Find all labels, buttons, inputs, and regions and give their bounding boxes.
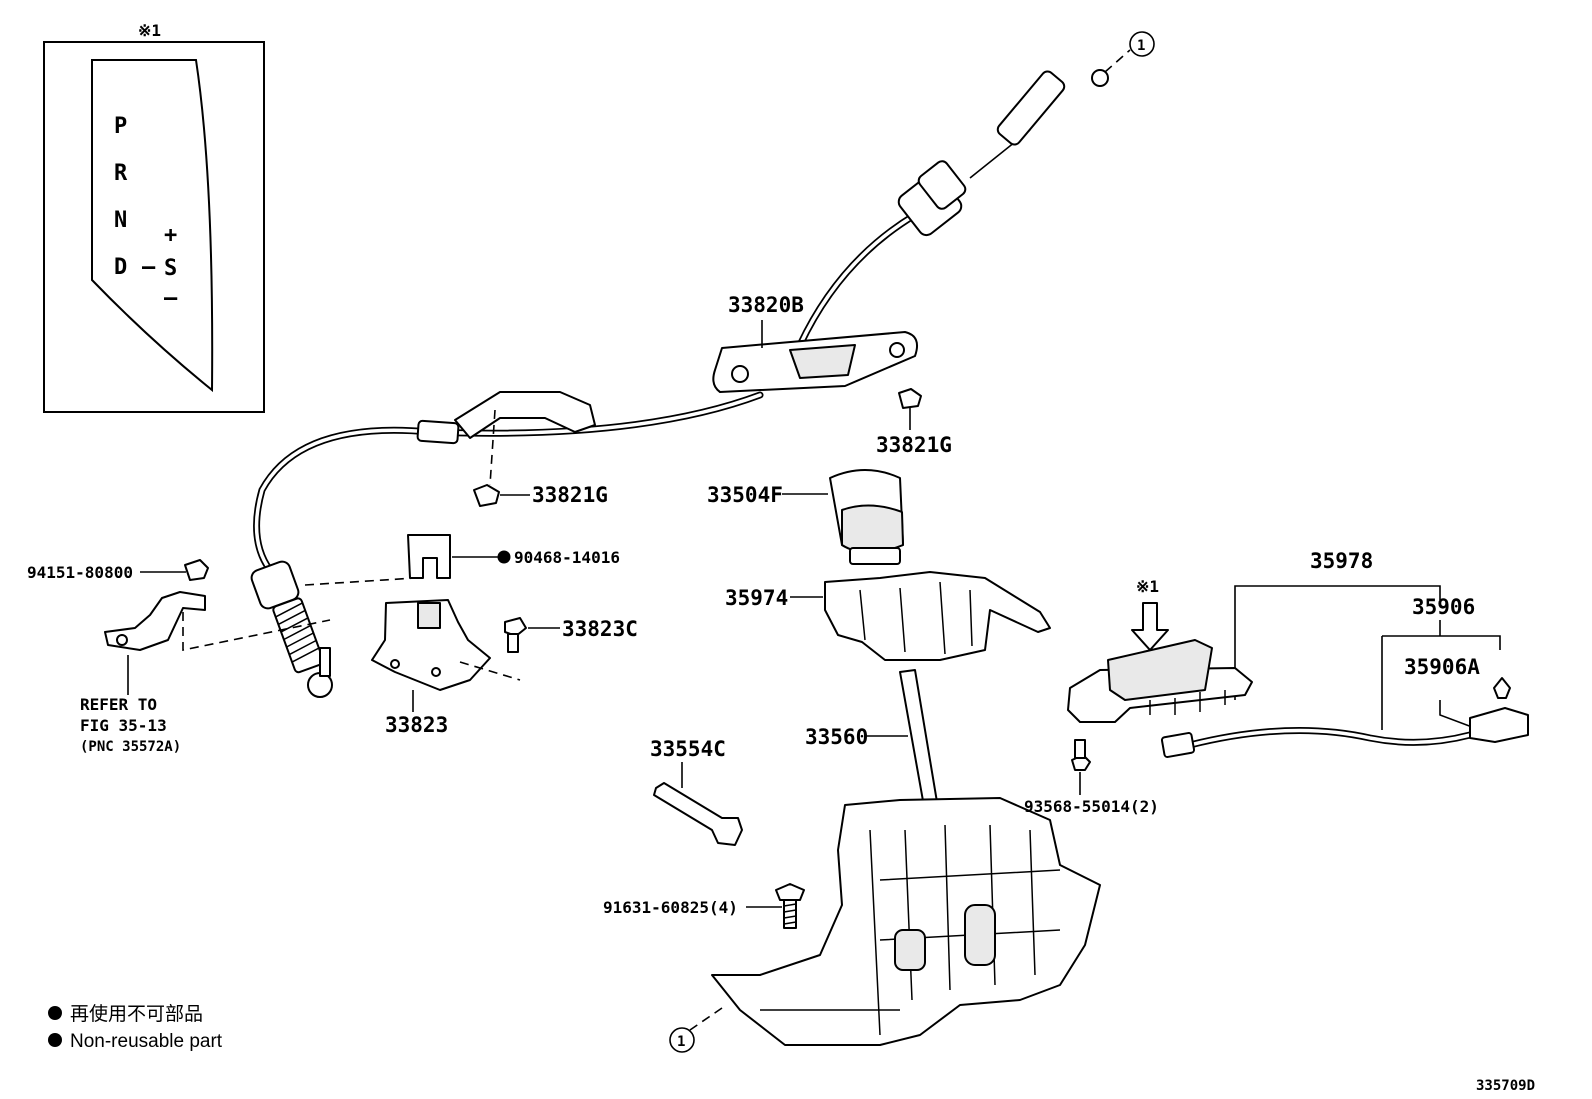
label-93568-55014: 93568-55014(2) — [1024, 797, 1159, 816]
label-33554c: 33554C — [650, 737, 726, 761]
inset-note-mark: ※1 — [138, 21, 161, 40]
label-33504f: 33504F — [707, 483, 783, 507]
note-arrow — [1131, 602, 1169, 651]
gate-minus: – — [164, 286, 178, 311]
legend-en: Non-reusable part — [70, 1031, 223, 1052]
label-90468-14016: 90468-14016 — [514, 548, 620, 567]
side-bracket — [104, 559, 331, 695]
bracket-33823 — [371, 534, 560, 712]
legend-jp: 再使用不可部品 — [70, 1003, 203, 1025]
label-94151-80800: 94151-80800 — [27, 563, 133, 582]
label-33823c: 33823C — [562, 617, 638, 641]
label-91631-60825: 91631-60825(4) — [603, 898, 738, 917]
screw-91631 — [746, 883, 805, 929]
label-33823: 33823 — [385, 713, 448, 737]
gate-s: S — [164, 256, 177, 281]
label-35906: 35906 — [1412, 595, 1475, 619]
shift-base: 1 — [669, 797, 1101, 1053]
non-reusable-dot — [497, 550, 511, 564]
ref-circle-1-bottom — [669, 1027, 695, 1053]
shift-cable: 1 — [250, 31, 1155, 698]
label-33560: 33560 — [805, 725, 868, 749]
switch-note-mark: ※1 — [1136, 577, 1159, 596]
label-33821g-upper: 33821G — [876, 433, 952, 457]
gate-d: D — [114, 255, 127, 280]
shift-lever — [866, 669, 939, 813]
label-33821g-lower: 33821G — [532, 483, 608, 507]
refer-line-3: (PNC 35572A) — [80, 739, 181, 755]
gate-p: P — [114, 114, 127, 139]
clip-33554c — [653, 762, 743, 846]
label-33820b: 33820B — [728, 293, 804, 317]
gate-inset: ※1 P R N D – S + – — [43, 21, 265, 413]
cable-bracket — [454, 391, 596, 439]
refer-line-1: REFER TO — [80, 695, 157, 714]
ref-circle-1-top — [1129, 31, 1155, 57]
legend: 再使用不可部品 Non-reusable part — [48, 1003, 223, 1052]
legend-dot-en — [48, 1033, 62, 1047]
label-35906a: 35906A — [1404, 655, 1480, 679]
gate-plus: + — [164, 223, 177, 248]
label-35974: 35974 — [725, 586, 788, 610]
gate-plate — [91, 59, 214, 393]
refer-line-2: FIG 35-13 — [80, 716, 167, 735]
part-labels: 33820B 33821G 33821G 33504F 35974 94151-… — [27, 293, 1480, 917]
ref-circle-1-bottom-label: 1 — [677, 1034, 685, 1050]
shift-knob — [782, 469, 904, 565]
gate-r: R — [114, 161, 128, 186]
figure-id: 335709D — [1476, 1078, 1535, 1094]
nut-33821g-lower — [473, 484, 530, 507]
housing-35974 — [790, 571, 1051, 661]
gate-n: N — [114, 208, 127, 233]
switch-assembly: ※1 — [1067, 577, 1529, 795]
ref-circle-1-top-label: 1 — [1137, 38, 1145, 54]
legend-dot-jp — [48, 1006, 62, 1020]
gate-dash: – — [142, 255, 156, 280]
nut-33821g-upper — [898, 388, 922, 430]
label-35978: 35978 — [1310, 549, 1373, 573]
